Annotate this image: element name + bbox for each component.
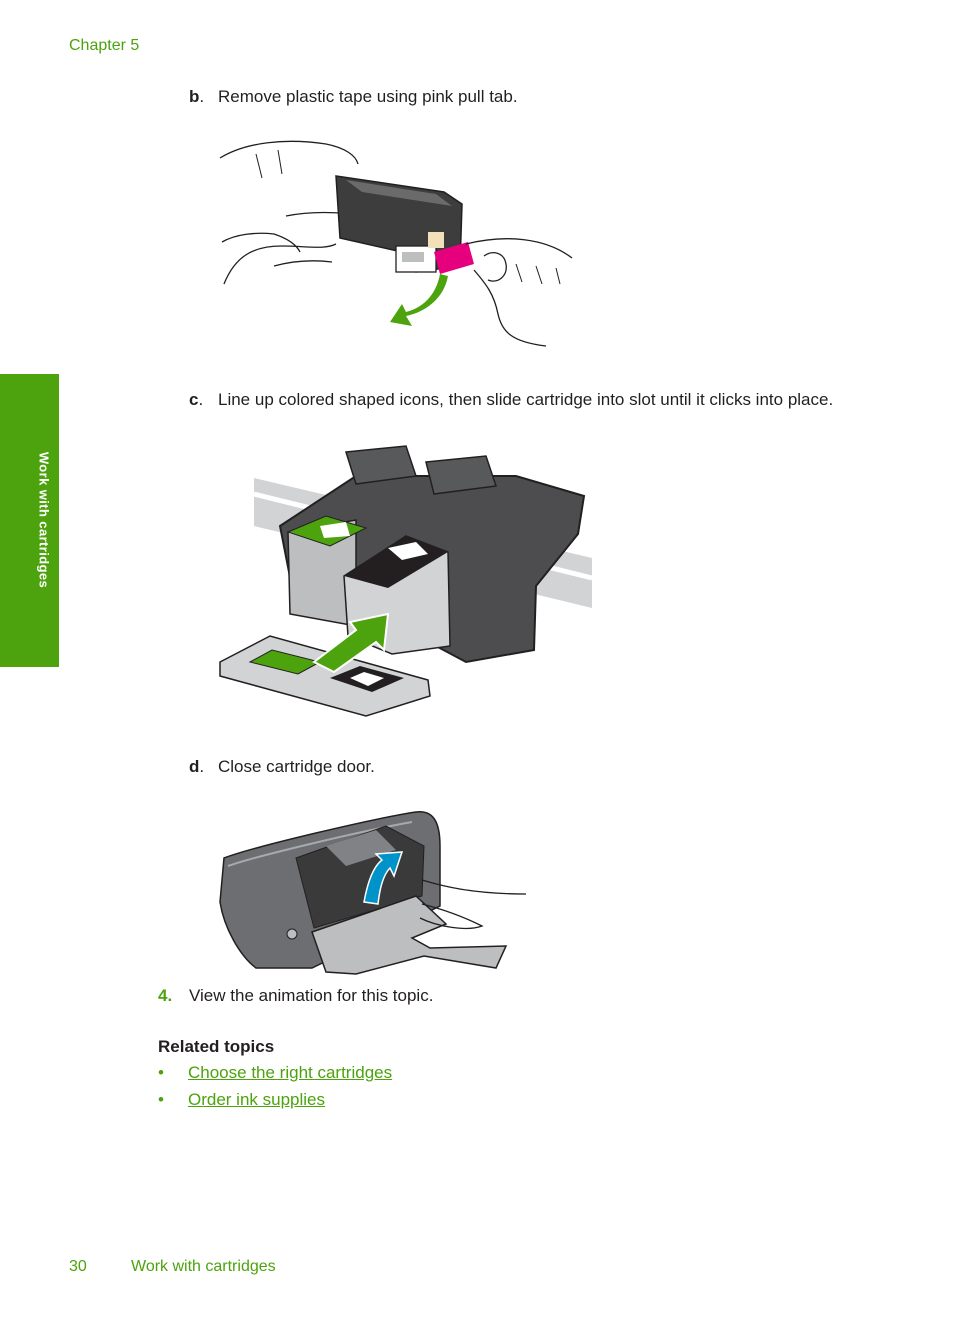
side-tab: Work with cartridges [0,374,59,667]
step-letter: d [189,757,200,776]
bullet: • [158,1090,164,1109]
related-topics-heading: Related topics [158,1037,275,1056]
related-link-item: • Order ink supplies [158,1090,325,1110]
side-tab-label: Work with cartridges [36,451,52,589]
step-text: View the animation for this topic. [189,986,434,1005]
link-order-ink-supplies[interactable]: Order ink supplies [188,1090,326,1109]
step-c: c. Line up colored shaped icons, then sl… [189,390,834,409]
page-number: 30 [69,1258,87,1275]
numbered-step-4: 4. View the animation for this topic. [158,986,433,1006]
link-choose-right-cartridges[interactable]: Choose the right cartridges [188,1063,393,1082]
insert-cartridge-illustration [219,445,593,717]
step-text: Close cartridge door. [218,757,375,776]
chapter-label: Chapter 5 [69,37,140,54]
related-link-item: • Choose the right cartridges [158,1063,392,1083]
remove-tape-illustration [219,140,573,347]
step-text: Line up colored shaped icons, then slide… [218,390,834,409]
close-door-illustration [219,811,527,975]
footer-section-title: Work with cartridges [131,1258,276,1275]
step-text: Remove plastic tape using pink pull tab. [218,87,518,106]
step-d: d. Close cartridge door. [189,757,375,776]
step-letter: b [189,87,200,106]
step-letter: c [189,390,199,409]
step-number: 4. [158,986,173,1005]
step-b: b. Remove plastic tape using pink pull t… [189,87,518,106]
bullet: • [158,1063,164,1082]
